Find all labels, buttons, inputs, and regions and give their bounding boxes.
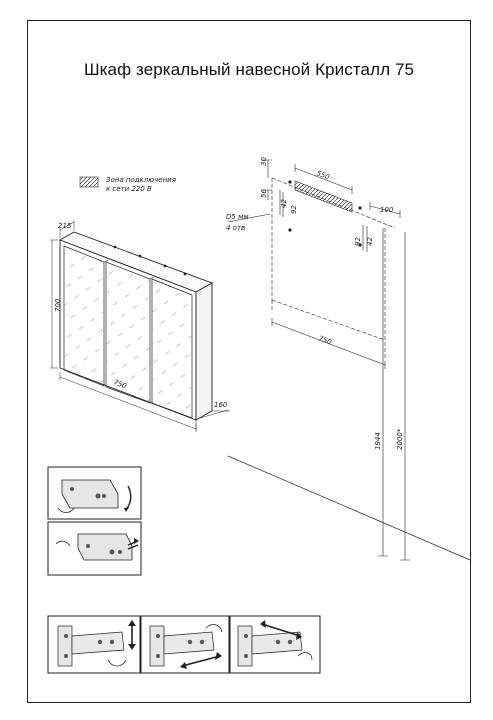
dim-100: 100 — [380, 206, 394, 214]
dim-1944: 1944 — [374, 432, 382, 450]
hinge-adjust-panel-3 — [229, 615, 321, 674]
dim-92-right: 92 — [354, 237, 362, 246]
hanger-adjust-panel-2 — [47, 521, 142, 576]
drawing-frame — [27, 20, 471, 703]
page-title: Шкаф зеркальный навесной Кристалл 75 — [83, 60, 415, 79]
dim-56: 56 — [260, 189, 268, 198]
dim-side-160: 160 — [214, 401, 228, 409]
hatch-swatch-icon — [79, 176, 99, 188]
legend-line-2: к сети 220 В — [106, 185, 152, 193]
hole-diameter-note: D5 мм — [226, 213, 249, 221]
hole-count-note: 4 отв — [226, 224, 245, 232]
dim-750-elevation: 750 — [317, 334, 333, 346]
hinge-adjust-panel-2 — [140, 615, 230, 674]
dim-92-left: 92 — [290, 205, 298, 214]
hinge-adjust-panel-1 — [47, 615, 141, 674]
legend-line-1: Зона подключения — [106, 176, 176, 184]
dim-550: 550 — [315, 169, 331, 181]
dim-depth-215: 215 — [58, 222, 72, 230]
hanger-adjust-panel-1 — [47, 466, 142, 520]
dim-top-30: 30 — [260, 157, 268, 166]
dim-2000: 2000* — [396, 428, 404, 450]
dim-height-700: 700 — [54, 298, 62, 312]
mounting-elevation-view — [227, 159, 471, 561]
dim-42-left: 42 — [280, 199, 288, 208]
connection-zone-legend: Зона подключения к сети 220 В — [79, 176, 176, 193]
dim-42-right: 42 — [366, 237, 374, 246]
cabinet-isometric-view — [50, 220, 230, 432]
